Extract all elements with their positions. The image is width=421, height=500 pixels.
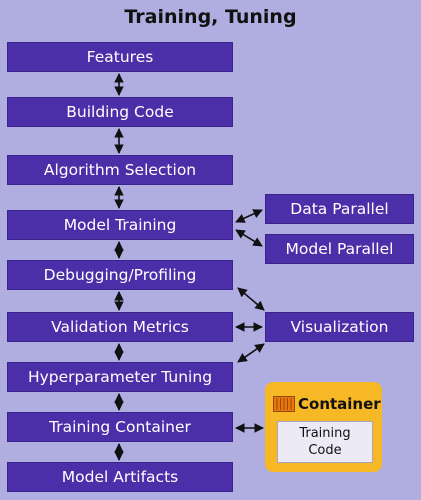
arrow-training-model-parallel: [235, 229, 263, 247]
diagram-title: Training, Tuning: [124, 6, 297, 28]
visualization-box: Visualization: [265, 312, 414, 342]
code-line-2: Code: [308, 443, 342, 458]
step-hyperparameter-tuning: Hyperparameter Tuning: [7, 362, 233, 392]
container-label: Container: [298, 395, 381, 413]
container-icon: [273, 396, 295, 412]
step-model-artifacts: Model Artifacts: [7, 462, 233, 492]
arrow-training-data-parallel: [235, 209, 263, 223]
step-training-container: Training Container: [7, 412, 233, 442]
step-features: Features: [7, 42, 233, 72]
step-building-code: Building Code: [7, 97, 233, 127]
arrow-debugging-visualization: [237, 287, 265, 311]
step-algorithm-selection: Algorithm Selection: [7, 155, 233, 185]
data-parallel-box: Data Parallel: [265, 194, 414, 224]
training-code-card: Training Code: [277, 421, 373, 463]
step-validation-metrics: Validation Metrics: [7, 312, 233, 342]
container-card: Container Training Code: [265, 382, 382, 472]
step-debugging-profiling: Debugging/Profiling: [7, 260, 233, 290]
step-model-training: Model Training: [7, 210, 233, 240]
arrow-hyperparameter-visualization: [237, 343, 265, 363]
model-parallel-box: Model Parallel: [265, 234, 414, 264]
code-line-1: Training: [299, 426, 351, 441]
